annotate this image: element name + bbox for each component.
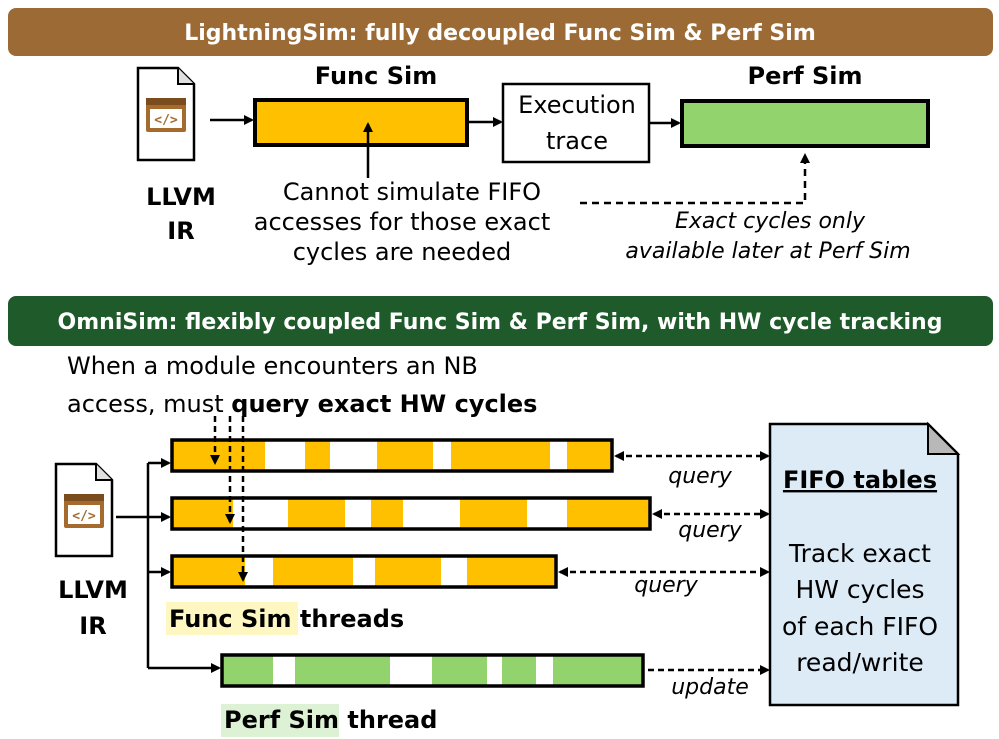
func-threads-label-text: Func Sim threads — [169, 605, 404, 633]
func-sim-thread-2 — [170, 496, 652, 531]
llvm-ir-label-bottom-line1: LLVM — [58, 576, 128, 604]
llvm-ir-label-top-line1: LLVM — [146, 183, 216, 211]
execution-trace-line1: Execution — [518, 91, 636, 119]
exact-cycles-line1: Exact cycles only — [675, 209, 866, 234]
fifo-tables-title: FIFO tables — [783, 466, 937, 494]
code-file-icon — [136, 66, 196, 162]
code-file-icon — [54, 462, 114, 558]
fifo-line2: HW cycles — [795, 575, 924, 604]
perf-sim-title: Perf Sim — [747, 62, 862, 90]
func-sim-thread-3 — [170, 554, 558, 589]
omnisim-banner-text: OmniSim: flexibly coupled Func Sim & Per… — [58, 310, 943, 335]
query-label-3: query — [634, 573, 698, 598]
fifo-line4: read/write — [796, 648, 924, 677]
query-label-1: query — [668, 464, 732, 489]
lightningsim-banner-text: LightningSim: fully decoupled Func Sim &… — [184, 21, 816, 46]
fifo-line1: Track exact — [788, 539, 931, 568]
fifo-line3: of each FIFO — [782, 612, 938, 641]
perf-sim-thread — [220, 653, 645, 688]
lightningsim-banner — [8, 8, 993, 56]
func-sim-box — [253, 98, 469, 147]
note-line3: cycles are needed — [293, 238, 512, 266]
dashed-arrow-to-perfsim — [580, 153, 810, 205]
perf-sim-box — [680, 99, 930, 148]
llvm-ir-label-bottom-line2: IR — [79, 612, 106, 640]
perf-thread-label: Perf Sim thread — [224, 706, 437, 734]
execution-trace-line2: trace — [546, 127, 608, 155]
omnisim-banner — [8, 296, 993, 346]
func-sim-title: Func Sim — [315, 62, 437, 90]
intro-line1: When a module encounters an NB — [67, 352, 478, 380]
note-line2: accesses for those exact — [254, 208, 550, 236]
note-line1: Cannot simulate FIFO — [283, 178, 541, 206]
update-label: update — [671, 675, 749, 700]
llvm-ir-label-top-line2: IR — [167, 217, 194, 245]
perf-thread-highlight — [221, 704, 339, 737]
func-sim-thread-1 — [170, 438, 614, 473]
execution-trace-box — [501, 82, 651, 164]
query-label-2: query — [678, 518, 742, 543]
fifo-tables-document — [768, 421, 961, 707]
func-threads-highlight — [166, 602, 298, 635]
intro-line2: access, must query exact HW cycles — [67, 390, 537, 418]
exact-cycles-line2: available later at Perf Sim — [625, 239, 910, 264]
